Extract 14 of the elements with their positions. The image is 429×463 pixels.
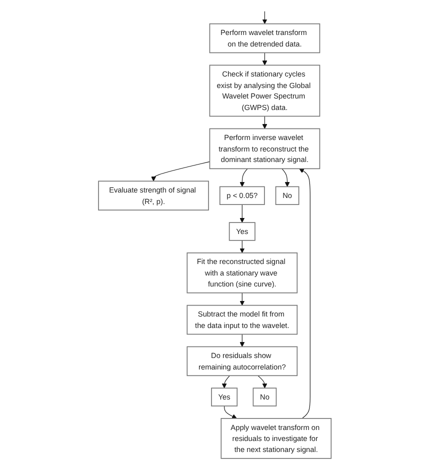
arrow xyxy=(150,161,210,182)
arrow xyxy=(224,406,237,419)
arrow xyxy=(221,375,230,388)
arrow xyxy=(239,168,248,187)
arrow xyxy=(257,375,267,388)
arrow xyxy=(239,292,244,306)
arrow xyxy=(262,52,267,66)
arrow xyxy=(239,334,244,347)
arrow xyxy=(281,168,290,187)
arrow xyxy=(262,11,267,24)
arrow xyxy=(262,116,267,129)
arrow xyxy=(298,168,310,419)
arrow xyxy=(239,240,244,254)
arrow xyxy=(239,204,244,223)
